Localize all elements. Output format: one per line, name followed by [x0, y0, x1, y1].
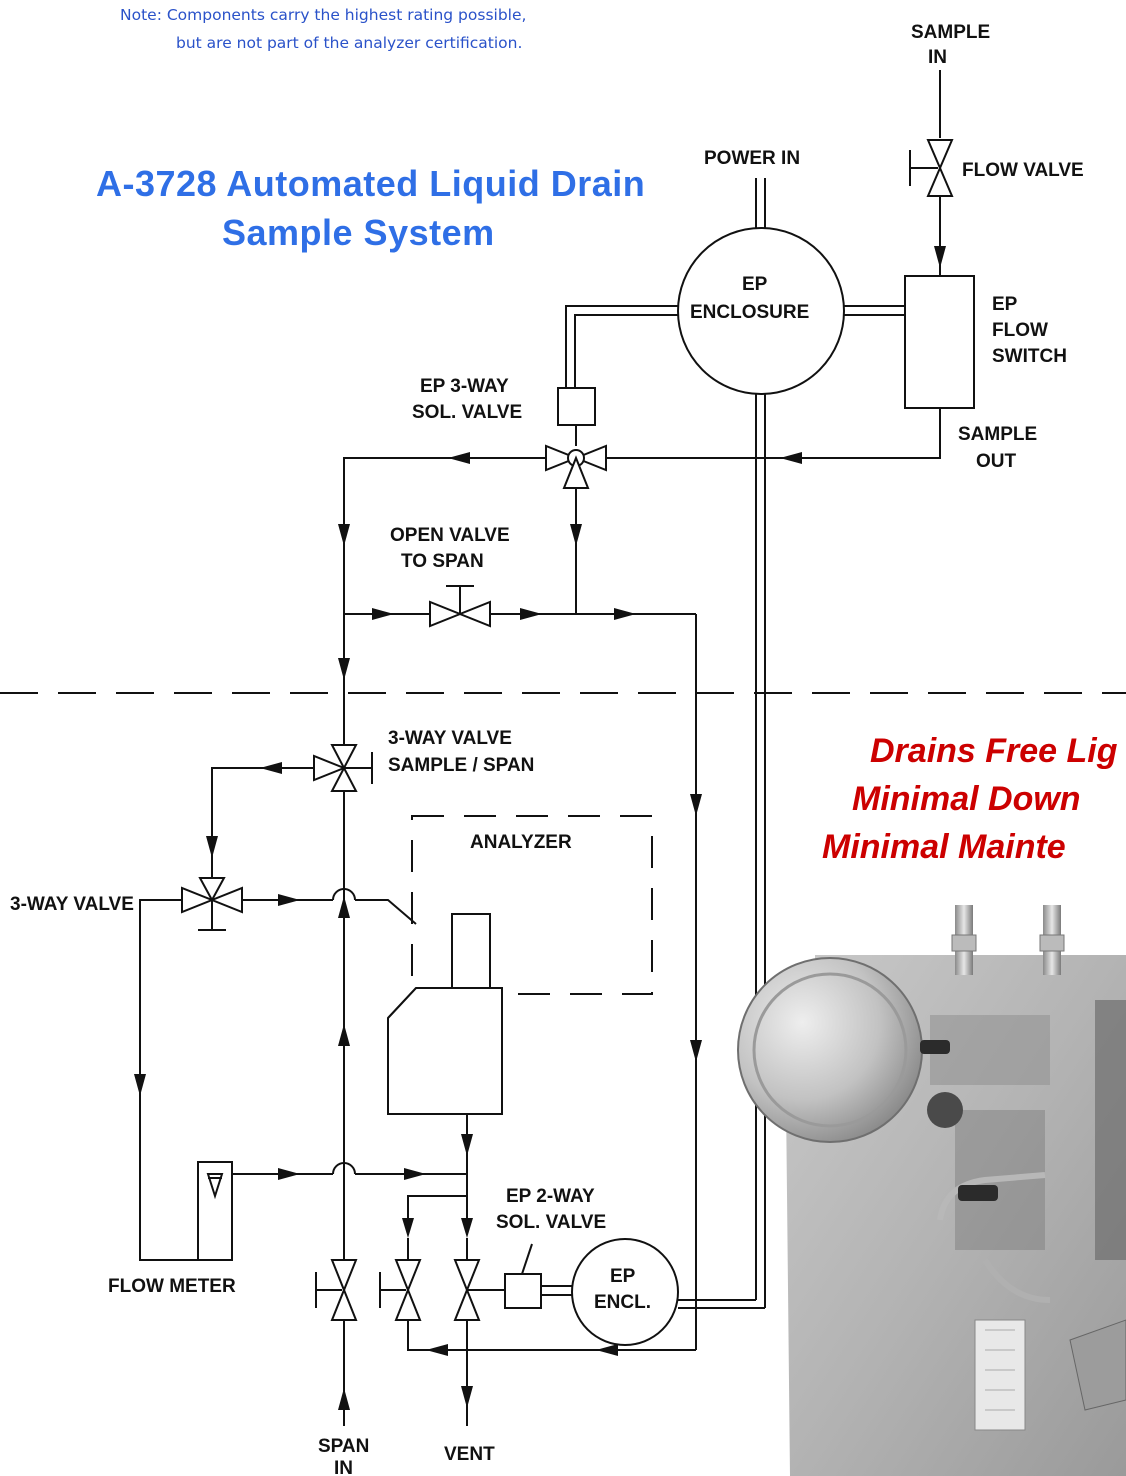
product-photo: [737, 905, 1126, 1476]
three-way-sample-span-label-2: SAMPLE / SPAN: [388, 755, 534, 776]
note-line-2: but are not part of the analyzer certifi…: [176, 34, 522, 52]
flow-meter: [197, 1161, 233, 1261]
flow-meter-label: FLOW METER: [108, 1276, 236, 1297]
ep-flow-switch: EP FLOW SWITCH: [904, 275, 1067, 409]
flow-valve-symbol: [909, 139, 954, 276]
bypass-valve: [379, 1259, 422, 1321]
tagline-line-2: Minimal Down: [852, 780, 1081, 818]
open-valve-label-2: TO SPAN: [401, 551, 484, 572]
ep-flow-switch-label-2: FLOW: [992, 320, 1048, 341]
sample-out-label-2: OUT: [976, 451, 1017, 472]
ep-2way-label-2: SOL. VALVE: [496, 1212, 606, 1233]
tagline-line-3: Minimal Mainte: [822, 828, 1066, 866]
span-in-label-1: SPAN: [318, 1436, 369, 1457]
flow-valve-label: FLOW VALVE: [962, 160, 1084, 181]
span-in-label-2: IN: [334, 1458, 353, 1476]
three-way-sample-span-valve: [313, 744, 373, 792]
ep-2way-label-1: EP 2-WAY: [506, 1186, 595, 1207]
ep-3way-label-2: SOL. VALVE: [412, 402, 522, 423]
three-way-valve-label: 3-WAY VALVE: [10, 894, 134, 915]
ep-encl-label-1: EP: [610, 1266, 636, 1287]
note-line-1: Note: Components carry the highest ratin…: [120, 6, 526, 24]
vent-valve: [453, 1259, 505, 1321]
ep-flow-switch-label-3: SWITCH: [992, 346, 1067, 367]
three-way-valve-left: [181, 877, 243, 931]
analyzer-box: [411, 815, 653, 995]
three-way-sample-span-label-1: 3-WAY VALVE: [388, 728, 512, 749]
ep-enclosure: EP ENCLOSURE: [677, 227, 845, 395]
vent-label: VENT: [444, 1444, 495, 1465]
ep-2way-solenoid: [504, 1273, 542, 1309]
ep-3way-valve-symbol: [545, 444, 607, 489]
power-in-label: POWER IN: [704, 148, 800, 169]
ep-3way-solenoid: [557, 387, 596, 426]
ep-encl-label-2: ENCL.: [594, 1292, 651, 1313]
analyzer-label: ANALYZER: [470, 832, 572, 853]
ep-enclosure-label-1: EP: [742, 274, 768, 295]
open-valve-label-1: OPEN VALVE: [390, 525, 510, 546]
analyzer-cell: [387, 913, 503, 1115]
title-line-1: A-3728 Automated Liquid Drain: [96, 163, 645, 204]
ep-3way-label-1: EP 3-WAY: [420, 376, 509, 397]
sample-in-group: SAMPLE IN: [911, 22, 990, 138]
tagline-line-1: Drains Free Lig: [870, 732, 1118, 770]
open-valve-symbol: [429, 585, 491, 628]
ep-enclosure-label-2: ENCLOSURE: [690, 302, 809, 323]
sample-out-label-1: SAMPLE: [958, 424, 1037, 445]
span-in-valve: [315, 1259, 358, 1321]
sample-in-label-2: IN: [928, 47, 947, 68]
sample-in-label-1: SAMPLE: [911, 22, 990, 43]
title-line-2: Sample System: [222, 212, 495, 253]
ep-encl-small: EP ENCL.: [571, 1238, 679, 1346]
ep-flow-switch-label-1: EP: [992, 294, 1018, 315]
